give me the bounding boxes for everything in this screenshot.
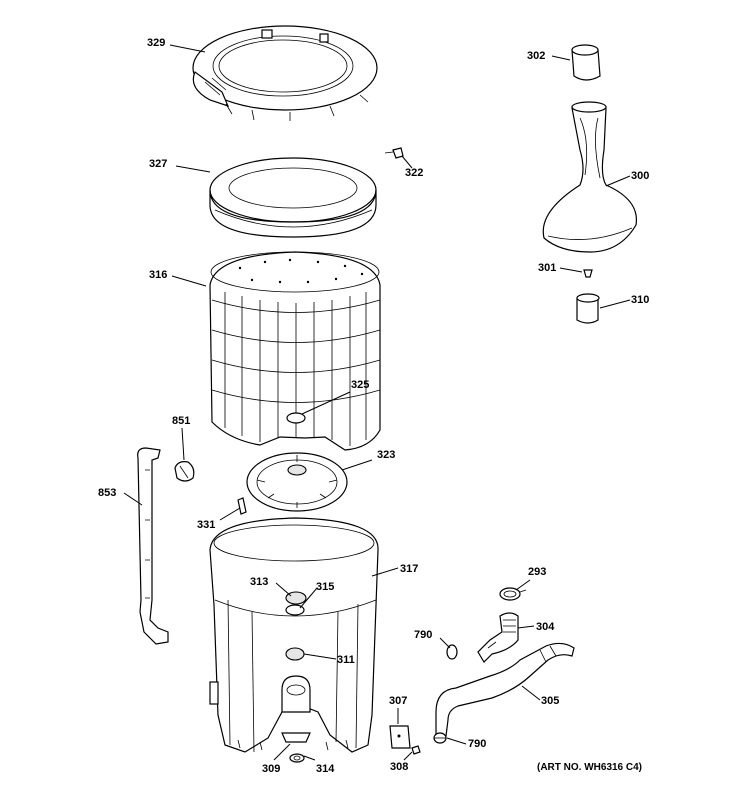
part-307-bracket	[389, 725, 411, 749]
leader-301	[559, 267, 583, 273]
callout-325: 325	[351, 379, 370, 391]
leader-309	[273, 743, 291, 761]
callout-308: 308	[390, 761, 409, 773]
art-number-label: (ART NO. WH6316 C4)	[537, 762, 643, 773]
part-853-hose	[137, 447, 169, 645]
callout-309: 309	[262, 763, 281, 775]
part-322-screw	[384, 147, 404, 159]
callout-315: 315	[316, 581, 335, 593]
callout-313: 313	[250, 576, 269, 588]
callout-790-upper: 790	[414, 629, 433, 641]
leader-853	[123, 492, 143, 506]
part-300-agitator	[542, 101, 638, 253]
leader-314	[303, 755, 316, 761]
leader-331	[219, 507, 241, 521]
callout-853: 853	[98, 487, 117, 499]
callout-305: 305	[541, 695, 560, 707]
callout-311: 311	[337, 654, 355, 666]
part-331-pin	[237, 497, 247, 515]
callout-300: 300	[631, 170, 650, 182]
part-302-agitator-cap	[571, 44, 601, 81]
part-314-washer	[289, 753, 305, 763]
leader-315	[299, 587, 318, 609]
part-317-outer-tub	[209, 517, 379, 753]
leader-293	[515, 579, 531, 591]
leader-300	[605, 175, 631, 187]
callout-301: 301	[538, 262, 557, 274]
leader-308	[403, 751, 413, 761]
leader-325	[301, 391, 351, 415]
part-316-wash-basket	[209, 251, 381, 451]
part-305-hose	[435, 642, 575, 737]
leader-310	[599, 299, 631, 309]
part-293-clamp	[499, 587, 527, 601]
leader-316	[171, 275, 207, 287]
leader-302	[551, 55, 571, 61]
leader-851	[181, 427, 185, 461]
callout-329: 329	[147, 37, 166, 49]
callout-304: 304	[536, 621, 555, 633]
callout-314: 314	[316, 763, 335, 775]
part-790-clamp-lower	[433, 732, 447, 744]
leader-323	[341, 459, 373, 471]
leader-313	[275, 582, 292, 597]
leader-311	[303, 653, 337, 660]
callout-331: 331	[197, 519, 216, 531]
callout-307: 307	[389, 695, 408, 707]
callout-851: 851	[172, 415, 191, 427]
part-329-tub-cover	[192, 25, 378, 121]
part-323-hub	[246, 452, 348, 512]
part-301-screw	[583, 269, 593, 278]
leader-327	[175, 165, 211, 173]
part-304-hose	[477, 612, 519, 663]
callout-316: 316	[149, 269, 168, 281]
callout-302: 302	[527, 50, 546, 62]
callout-310: 310	[631, 294, 650, 306]
callout-322: 322	[405, 167, 424, 179]
part-790-clamp-upper	[446, 644, 458, 660]
leader-790-lower	[446, 737, 467, 745]
leader-304	[517, 625, 535, 629]
leader-322	[401, 155, 413, 169]
callout-327: 327	[149, 158, 168, 170]
callout-790-lower: 790	[468, 738, 487, 750]
part-851-cap	[174, 461, 195, 482]
callout-317: 317	[400, 563, 419, 575]
part-310-coupling	[576, 293, 600, 324]
part-327-balance-ring	[209, 157, 377, 238]
leader-329	[169, 44, 206, 53]
leader-790-upper	[439, 637, 451, 649]
leader-305	[521, 685, 541, 701]
part-308-screw	[411, 745, 421, 755]
leader-317	[371, 567, 399, 577]
callout-323: 323	[377, 449, 396, 461]
callout-293: 293	[528, 566, 547, 578]
